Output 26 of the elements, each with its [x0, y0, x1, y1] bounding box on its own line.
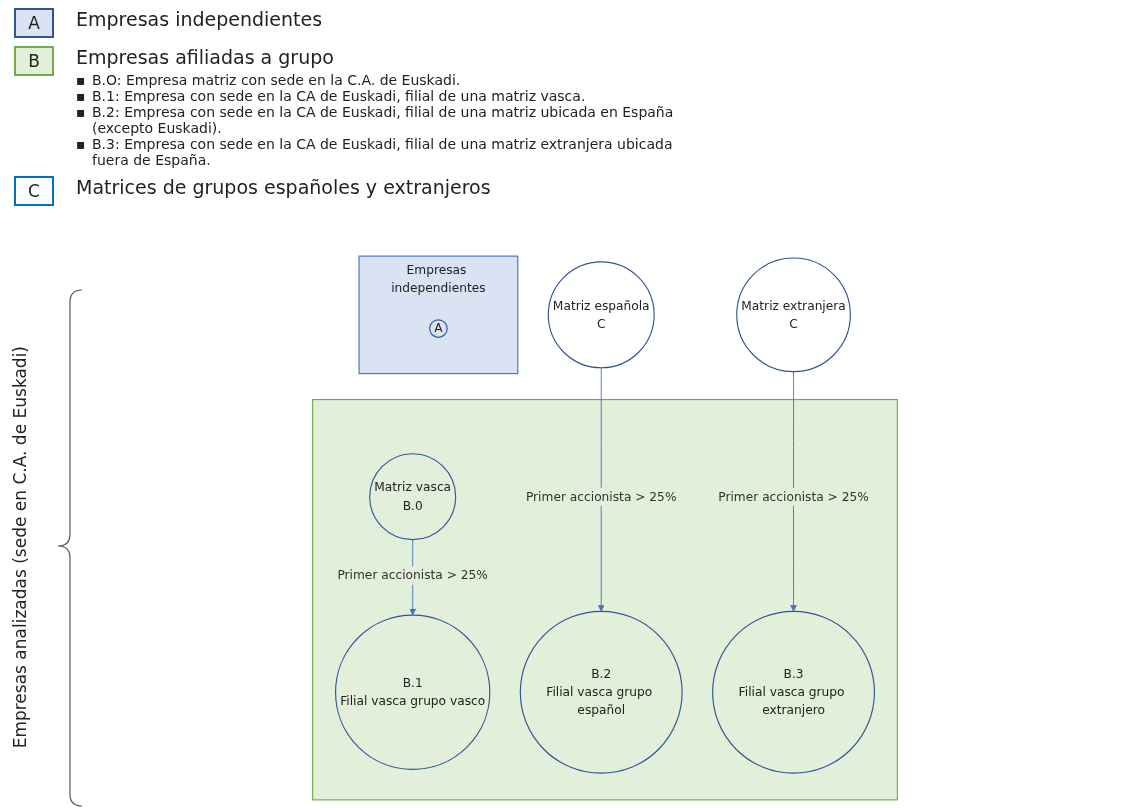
- bullet-marker: ▪: [76, 88, 87, 104]
- bullet-note: B.O: Empresa matriz con sede en la C.A. de Euskadi.: [92, 72, 461, 88]
- node-circle: B.3 Filial vasca grupo extranjero: [712, 610, 875, 774]
- node-circle: B.1 Filial vasca grupo vasco: [335, 614, 491, 770]
- cluster: [312, 398, 898, 801]
- node-circle: Matriz española C: [547, 261, 655, 369]
- side-label: Empresas analizadas (sede en C.A. de Euskadi): [10, 346, 30, 749]
- bullet-note: B.2: Empresa con sede en la CA de Euskadi, filial de una matriz ubicada en España (excepto Euskadi).: [92, 104, 675, 136]
- edge-label: Primer accionista > 25%: [337, 567, 488, 583]
- bullet-marker: ▪: [76, 136, 87, 152]
- bullet-marker: ▪: [76, 72, 87, 88]
- edge-label: Primer accionista > 25%: [718, 489, 869, 504]
- legend-text: Matrices de grupos españoles y extranjeros: [76, 176, 491, 198]
- bullet-marker: ▪: [76, 104, 87, 120]
- legend-letter: B: [28, 51, 40, 71]
- bullet-note: B.3: Empresa con sede en la CA de Euskadi, filial de una matriz extranjera ubicada fuera de España.: [92, 136, 674, 168]
- legend-text: Empresas independientes: [76, 8, 323, 30]
- node-circle: B.2 Filial vasca grupo español: [519, 610, 683, 774]
- legend-text: Empresas afiliadas a grupo: [76, 46, 335, 68]
- node-circle: Matriz vasca B.0: [369, 453, 457, 541]
- node-circle: Matriz extranjera C: [736, 257, 851, 373]
- bullet-note: B.1: Empresa con sede en la CA de Euskadi, filial de una matriz vasca.: [92, 88, 586, 104]
- legend-letter: C: [28, 181, 40, 201]
- node-circle: A: [429, 319, 448, 338]
- legend-letter: A: [28, 13, 40, 33]
- edge-label: Primer accionista > 25%: [525, 489, 677, 504]
